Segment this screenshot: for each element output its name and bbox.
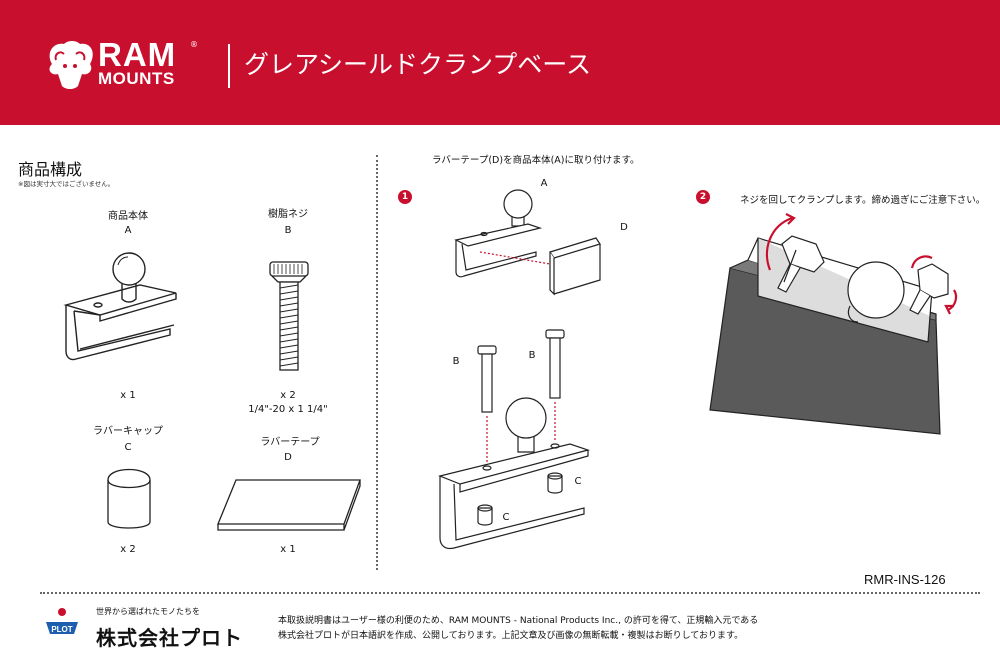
item-c-letter: C: [124, 442, 132, 453]
step-1-badge: 1: [398, 190, 412, 204]
item-b-name: 樹脂ネジ: [268, 209, 308, 220]
brand-name: RAM: [98, 36, 177, 73]
vertical-divider: [376, 155, 378, 570]
step-2-text: ネジを回してクランプします。締め過ぎにご注意下さい。: [740, 195, 986, 206]
step-intro: ラバーテープ(D)を商品本体(A)に取り付けます。: [432, 155, 640, 166]
brand-subname: MOUNTS: [98, 69, 175, 88]
clamp-base-icon: [63, 252, 177, 361]
registered-mark: ®: [190, 40, 198, 49]
item-a-letter: A: [124, 225, 132, 236]
screw-icon: [269, 261, 309, 371]
step1-assembly-diagram: [438, 329, 591, 550]
plot-logo-text: PLOT: [51, 625, 72, 634]
item-d-name: ラバーテープ: [260, 437, 320, 448]
rubber-cap-icon: [107, 468, 151, 529]
plot-logo-icon: PLOT: [46, 608, 78, 634]
company-name: 株式会社プロト: [96, 626, 243, 650]
company-slogan: 世界から選ばれたモノたちを: [96, 607, 200, 616]
step1-label-c2: C: [502, 512, 510, 523]
step2-clamp-diagram: [709, 213, 958, 435]
header-banner: RAM ® MOUNTS グレアシールドクランプベース: [0, 0, 1000, 125]
item-a-name: 商品本体: [108, 211, 148, 222]
page-title: グレアシールドクランプベース: [244, 50, 592, 79]
item-c-name: ラバーキャップ: [93, 426, 163, 437]
step1-label-b2: B: [528, 350, 536, 361]
ram-head-icon: [49, 41, 93, 89]
step1-label-b1: B: [452, 356, 460, 367]
rubber-tape-icon: [217, 479, 361, 531]
item-b-spec: 1/4"-20 x 1 1/4": [248, 404, 328, 415]
step1-label-c1: C: [574, 476, 582, 487]
item-c-qty: x 2: [120, 544, 136, 555]
item-d-qty: x 1: [280, 544, 296, 555]
header-divider: [228, 44, 230, 88]
item-b-qty: x 2: [280, 390, 296, 401]
disclaimer-line-2: 株式会社プロトが日本語訳を作成、公開しております。上記文章及び画像の無断転載・複…: [278, 631, 744, 641]
step1-label-a: A: [540, 178, 548, 189]
disclaimer: 本取扱説明書はユーザー様の利便のため、RAM MOUNTS - National…: [278, 614, 758, 644]
step1-tape-diagram: [454, 189, 601, 296]
contents-title: 商品構成: [18, 160, 83, 179]
step1-label-d: D: [620, 222, 628, 233]
contents-note: ※図は実寸大ではございません。: [18, 180, 115, 188]
document-code: RMR-INS-126: [864, 572, 946, 587]
item-b-letter: B: [284, 225, 292, 236]
disclaimer-line-1: 本取扱説明書はユーザー様の利便のため、RAM MOUNTS - National…: [278, 616, 759, 626]
item-a-qty: x 1: [120, 390, 136, 401]
item-d-letter: D: [284, 452, 292, 463]
footer-divider: [40, 592, 980, 594]
step-2-badge: 2: [696, 190, 710, 204]
